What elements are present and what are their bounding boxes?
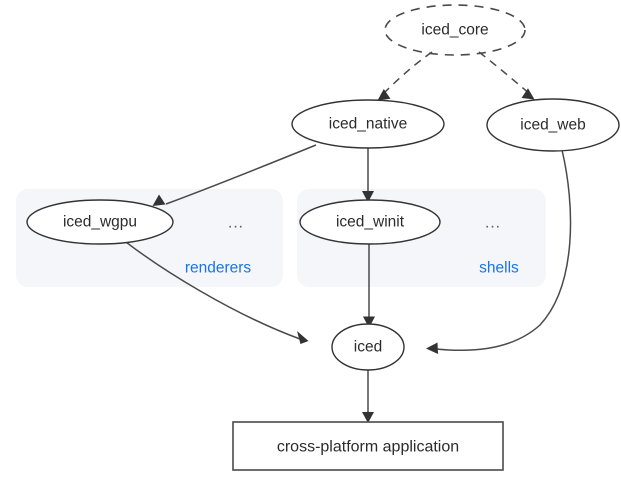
node-application-label: cross-platform application [277,439,459,456]
node-iced-wgpu-label: iced_wgpu [63,214,137,231]
cluster-renderers-ellipsis: ... [228,215,244,232]
arrowhead-iced-core-to-iced-web [521,88,535,100]
arrowhead-iced-to-application [362,412,374,423]
arrowhead-iced-web-to-iced [426,342,438,354]
edge-iced-core-to-iced-native [380,51,433,97]
arrowhead-iced-core-to-iced-native [377,89,391,101]
cluster-shells-ellipsis: ... [485,215,501,232]
arrowhead-iced-wgpu-to-iced [297,331,309,344]
arrowhead-iced-winit-to-iced [363,316,375,328]
arrowhead-iced-native-to-iced-winit [362,191,374,203]
node-iced-core-shape[interactable] [384,4,526,56]
node-iced-web-label: iced_web [520,117,586,134]
node-iced-core-label: iced_core [421,22,488,39]
edge-iced-native-to-iced-wgpu [165,144,317,205]
node-application-shape[interactable] [232,421,504,471]
node-iced-web-shape[interactable] [486,98,620,152]
node-iced-native-shape[interactable] [291,99,445,149]
edge-iced-web-to-iced [435,149,572,352]
node-iced-wgpu-shape[interactable] [26,199,174,245]
node-iced-winit-shape[interactable] [299,199,441,245]
node-iced-shape[interactable] [331,323,405,371]
cluster-renderers-label: renderers [185,260,252,277]
node-iced-winit-label: iced_winit [336,214,405,231]
node-iced-label: iced [354,339,382,356]
node-iced-native-label: iced_native [329,116,407,133]
edge-iced-core-to-iced-web [478,51,532,96]
edge-iced-wgpu-to-iced [125,241,301,340]
cluster-shells-label: shells [479,260,519,277]
arrowhead-iced-native-to-iced-wgpu [152,194,166,206]
